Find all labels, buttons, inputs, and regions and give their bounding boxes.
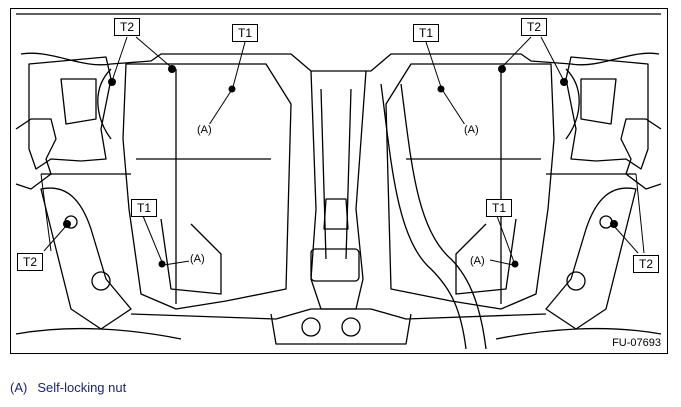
callout-t2-bottom-right: T2 [633, 255, 660, 273]
callout-t2-top-left: T2 [114, 18, 141, 36]
label-a-upper-right: (A) [463, 124, 480, 136]
callout-t1-top-left: T1 [232, 24, 259, 42]
fuel-tank-drawing [15, 13, 662, 350]
callout-t2-bottom-left: T2 [17, 253, 44, 271]
label-a-upper-left: (A) [196, 124, 213, 136]
legend: (A) Self-locking nut [10, 380, 136, 395]
legend-symbol: (A) [10, 380, 28, 395]
callout-t1-top-right: T1 [413, 24, 440, 42]
label-a-lower-left: (A) [189, 253, 206, 265]
underbody-diagram: T2 T1 T1 T2 T1 T1 T2 T2 (A) (A) (A) (A) … [10, 8, 668, 354]
legend-text: Self-locking nut [37, 380, 127, 395]
callout-t1-mid-right: T1 [486, 199, 513, 217]
callout-t1-mid-left: T1 [131, 199, 158, 217]
label-a-lower-right: (A) [469, 255, 486, 267]
figure-code: FU-07693 [612, 337, 661, 349]
callout-t2-top-right: T2 [521, 18, 548, 36]
